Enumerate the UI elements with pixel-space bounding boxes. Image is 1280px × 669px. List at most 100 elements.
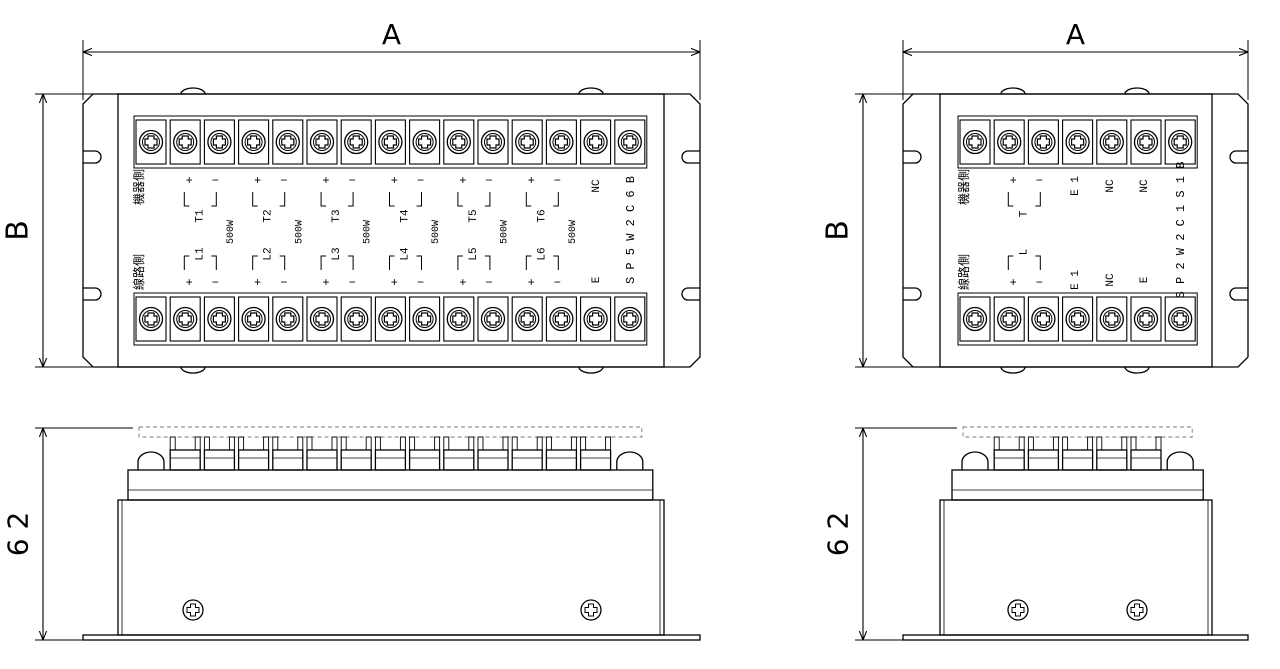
side-fin-a-13 [580,436,587,451]
terminal-bottom-12 [511,296,543,342]
terminal-strip-top [957,115,1198,169]
side-fin-b-2 [1052,436,1059,451]
terminal-top-15 [614,119,646,165]
minus-top-5: − [554,174,561,188]
side-fin-b-3 [263,436,270,451]
screw-inner [449,133,468,151]
screw-inner [586,310,605,328]
side-screw-cross-1 [1130,603,1144,617]
side-fin-a-3 [1062,436,1069,451]
terminal-bottom-7 [1164,296,1196,342]
minus-bottom-r: − [1036,276,1043,290]
side-fin-b-5 [331,436,338,451]
terminal-cell [1130,296,1162,342]
terminal-bottom-5 [272,296,304,342]
screw-outer [515,129,540,155]
terminal-bottom-9 [409,296,441,342]
side-fin-a-4 [1096,436,1103,451]
label-top-5: T6 [536,209,548,222]
terminal-bottom-2 [169,296,201,342]
terminal-cell [340,296,372,342]
terminal-cell [614,119,646,165]
screw-inner [210,133,229,151]
bracket-top-3 [389,192,422,207]
screw-inner [586,133,605,151]
terminal-cell [580,119,612,165]
screw-outer [275,129,300,155]
side-terminal-1 [993,449,1025,471]
label-bottom-r: L [1018,249,1030,256]
terminal-bottom-6 [1130,296,1162,342]
plus-bottom-4: + [459,276,466,290]
screw-inner [484,133,502,151]
screw-outer [1168,306,1193,332]
dim-b-label: B [1,220,36,241]
screw-cross [486,312,500,326]
screw-cross [281,312,295,326]
terminal-top-3 [1027,119,1059,165]
screw-outer [1065,306,1090,332]
side-fin-a-5 [306,436,313,451]
screw-outer [962,306,988,332]
screw-outer [446,306,471,332]
side-terminal-4 [272,449,304,471]
side-fin-b-11 [536,436,543,451]
terminal-bottom-8 [374,296,406,342]
screw-cross [589,135,603,149]
screw-cross [1002,135,1016,149]
side-fin-a-7 [374,436,381,451]
terminal-top-4 [1062,119,1094,165]
terminal-bottom-11 [477,296,509,342]
slot-right-0 [681,150,700,164]
side-screw-cross-0 [186,603,200,617]
terminal-strip-top [133,115,648,169]
screw-inner [449,310,468,328]
terminal-strip-bottom [133,292,648,346]
screw-inner [142,310,160,328]
side-screw-0 [1007,599,1029,621]
screw-cross [418,135,432,149]
screw-cross [520,135,534,149]
screw-inner [1171,133,1190,151]
screw-outer [1133,129,1159,155]
screw-inner [1000,310,1019,328]
bottom-label-1: NC [1105,273,1117,287]
terminal-top-6 [1130,119,1162,165]
screw-inner [244,133,263,151]
screw-outer [275,306,300,332]
screw-inner [381,133,400,151]
terminal-cell [477,296,509,342]
side-fin-b-6 [365,436,372,451]
terminal-cell [511,296,543,342]
terminal-bottom-3 [1027,296,1059,342]
plus-top-5: + [528,174,535,188]
screw-outer [446,129,471,155]
screw-cross [144,312,158,326]
screw-cross [968,135,982,149]
screw-cross [315,135,329,149]
screw-inner [966,310,984,328]
side-screw-1 [580,599,602,621]
terminal-cell [1164,296,1196,342]
screw-outer [309,306,335,332]
dim-62-label: 6 2 [822,512,855,557]
bottom-label-0: E 1 [1070,270,1082,290]
side-fin-b-2 [228,436,235,451]
side-end-cap-0 [137,451,165,470]
screw-inner [966,133,984,151]
screw-outer [344,129,369,155]
screw-outer [480,306,506,332]
minus-bottom-3: − [417,276,424,290]
side-terminal-7 [374,449,407,471]
bracket-bottom-2 [320,255,354,270]
side-fin-a-3 [238,436,245,451]
screw-outer [309,129,335,155]
tab-bottom-0 [180,366,206,374]
bracket-top-4 [457,192,491,207]
bracket-top-5 [525,192,559,207]
screw-outer [1031,306,1056,332]
screw-inner [484,310,502,328]
side-fin-b-13 [605,436,612,451]
terminal-cell [374,119,406,165]
screw-cross [968,312,982,326]
